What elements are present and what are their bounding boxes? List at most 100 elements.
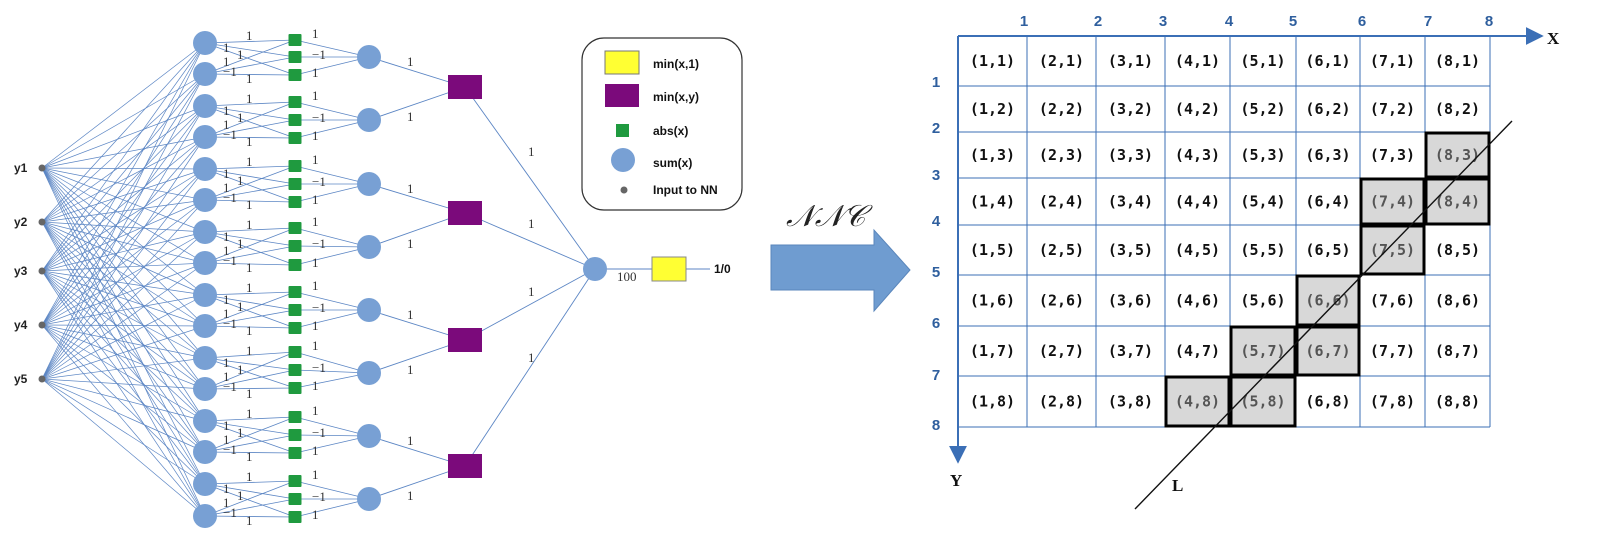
abs-weight-label: 1 xyxy=(237,173,244,188)
network-edge xyxy=(41,42,206,169)
network-edge xyxy=(41,199,206,272)
abs-node xyxy=(288,447,302,459)
abs-node xyxy=(288,304,302,316)
abs-out-weight-label: 1 xyxy=(312,214,319,229)
grid-cell-label: (5,6) xyxy=(1240,292,1285,310)
grid-cell-label: (7,5) xyxy=(1370,241,1415,259)
network-edge xyxy=(464,268,596,341)
legend-label-abs: abs(x) xyxy=(653,124,688,138)
highlighted-cell-border xyxy=(1424,177,1491,226)
network-edge xyxy=(204,42,296,76)
input-label: y4 xyxy=(14,318,28,332)
sum-node xyxy=(193,94,217,118)
sum-node xyxy=(357,108,381,132)
highlighted-cell-border xyxy=(1359,224,1426,276)
network-edge xyxy=(204,434,296,453)
grid-cells xyxy=(1165,132,1490,427)
network-edge xyxy=(204,231,296,266)
grid-cell-label: (1,3) xyxy=(970,146,1015,164)
grid-cell-label: (5,1) xyxy=(1240,52,1285,70)
network-edge xyxy=(41,105,206,169)
sum-node xyxy=(357,424,381,448)
network-edge xyxy=(41,199,206,326)
network-edge xyxy=(41,262,206,272)
network-edge xyxy=(204,480,296,517)
network-edge xyxy=(294,246,370,266)
network-edge xyxy=(41,324,206,359)
network-edge xyxy=(204,227,296,233)
input-label: y2 xyxy=(14,215,28,229)
network-edge xyxy=(41,168,206,380)
network-edge xyxy=(41,325,206,380)
abs-node xyxy=(288,178,302,190)
network-edge xyxy=(41,136,206,223)
network-edge xyxy=(41,378,206,485)
legend-input-icon xyxy=(620,186,628,194)
grid-cell-label: (6,4) xyxy=(1305,193,1350,211)
network-edge xyxy=(41,262,206,326)
grid-cell-label: (7,7) xyxy=(1370,342,1415,360)
sum-weight-label: 1 xyxy=(407,433,414,448)
network-edge xyxy=(464,268,596,467)
network-edge xyxy=(204,420,296,436)
abs-weight-label: 1 xyxy=(246,323,253,338)
network-edge xyxy=(41,270,206,485)
grid-cell-label: (2,3) xyxy=(1039,146,1084,164)
network-edge xyxy=(204,309,296,327)
network-edge xyxy=(294,372,370,389)
abs-node xyxy=(288,346,302,358)
network-edge xyxy=(41,167,206,170)
network-edge xyxy=(204,351,296,390)
network-edge xyxy=(204,420,296,454)
network-edge xyxy=(204,291,296,296)
network-edge xyxy=(41,270,206,327)
grid-cell-label: (5,8) xyxy=(1240,393,1285,411)
grid-cell-label: (1,1) xyxy=(970,52,1015,70)
network-edge xyxy=(294,56,370,76)
network-edge xyxy=(41,270,206,359)
highlighted-cell xyxy=(1360,178,1425,225)
x-axis-label: X xyxy=(1547,29,1560,48)
network-edge xyxy=(204,483,296,518)
network-edge xyxy=(204,42,296,58)
abs-node xyxy=(288,34,302,46)
grid-cell-label: (3,1) xyxy=(1108,52,1153,70)
abs-weight-label: 1 xyxy=(223,103,230,118)
network-edge xyxy=(294,480,370,500)
x-tick-label: 5 xyxy=(1289,13,1297,30)
network-edge xyxy=(464,86,596,270)
network-edge xyxy=(294,183,370,203)
network-edge xyxy=(41,270,206,453)
abs-out-weight-label: −1 xyxy=(312,489,326,504)
network-edge xyxy=(294,434,370,437)
abs-weight-label: 1 xyxy=(246,386,253,401)
abs-node xyxy=(288,132,302,144)
network-edge xyxy=(294,291,370,311)
y-tick-label: 7 xyxy=(932,367,940,384)
abs-weight-label: 1 xyxy=(237,425,244,440)
pixel-grid: (1,1)(2,1)(3,1)(4,1)(5,1)(6,1)(7,1)(8,1)… xyxy=(932,13,1560,510)
min-weight-label: 1 xyxy=(528,284,535,299)
abs-out-weight-label: 1 xyxy=(312,443,319,458)
grid-cell-label: (2,1) xyxy=(1039,52,1084,70)
sum-node xyxy=(193,220,217,244)
abs-out-weight-label: −1 xyxy=(312,425,326,440)
abs-weight-label: −1 xyxy=(223,190,237,205)
abs-node xyxy=(288,259,302,271)
grid-cell-label: (2,2) xyxy=(1039,100,1084,118)
highlighted-cell xyxy=(1296,275,1360,326)
arrow-icon xyxy=(770,228,911,313)
grid-cell-label: (8,6) xyxy=(1435,292,1480,310)
abs-out-weight-label: 1 xyxy=(312,403,319,418)
abs-weight-label: 1 xyxy=(246,28,253,43)
grid-cell-label: (6,3) xyxy=(1305,146,1350,164)
network-edge xyxy=(41,231,206,380)
grid-cell-label: (3,7) xyxy=(1108,342,1153,360)
x-tick-label: 7 xyxy=(1424,13,1432,30)
y-tick-label: 3 xyxy=(932,167,940,184)
abs-weight-label: 1 xyxy=(246,343,253,358)
network-edge xyxy=(294,227,370,248)
network-edge xyxy=(41,73,206,169)
